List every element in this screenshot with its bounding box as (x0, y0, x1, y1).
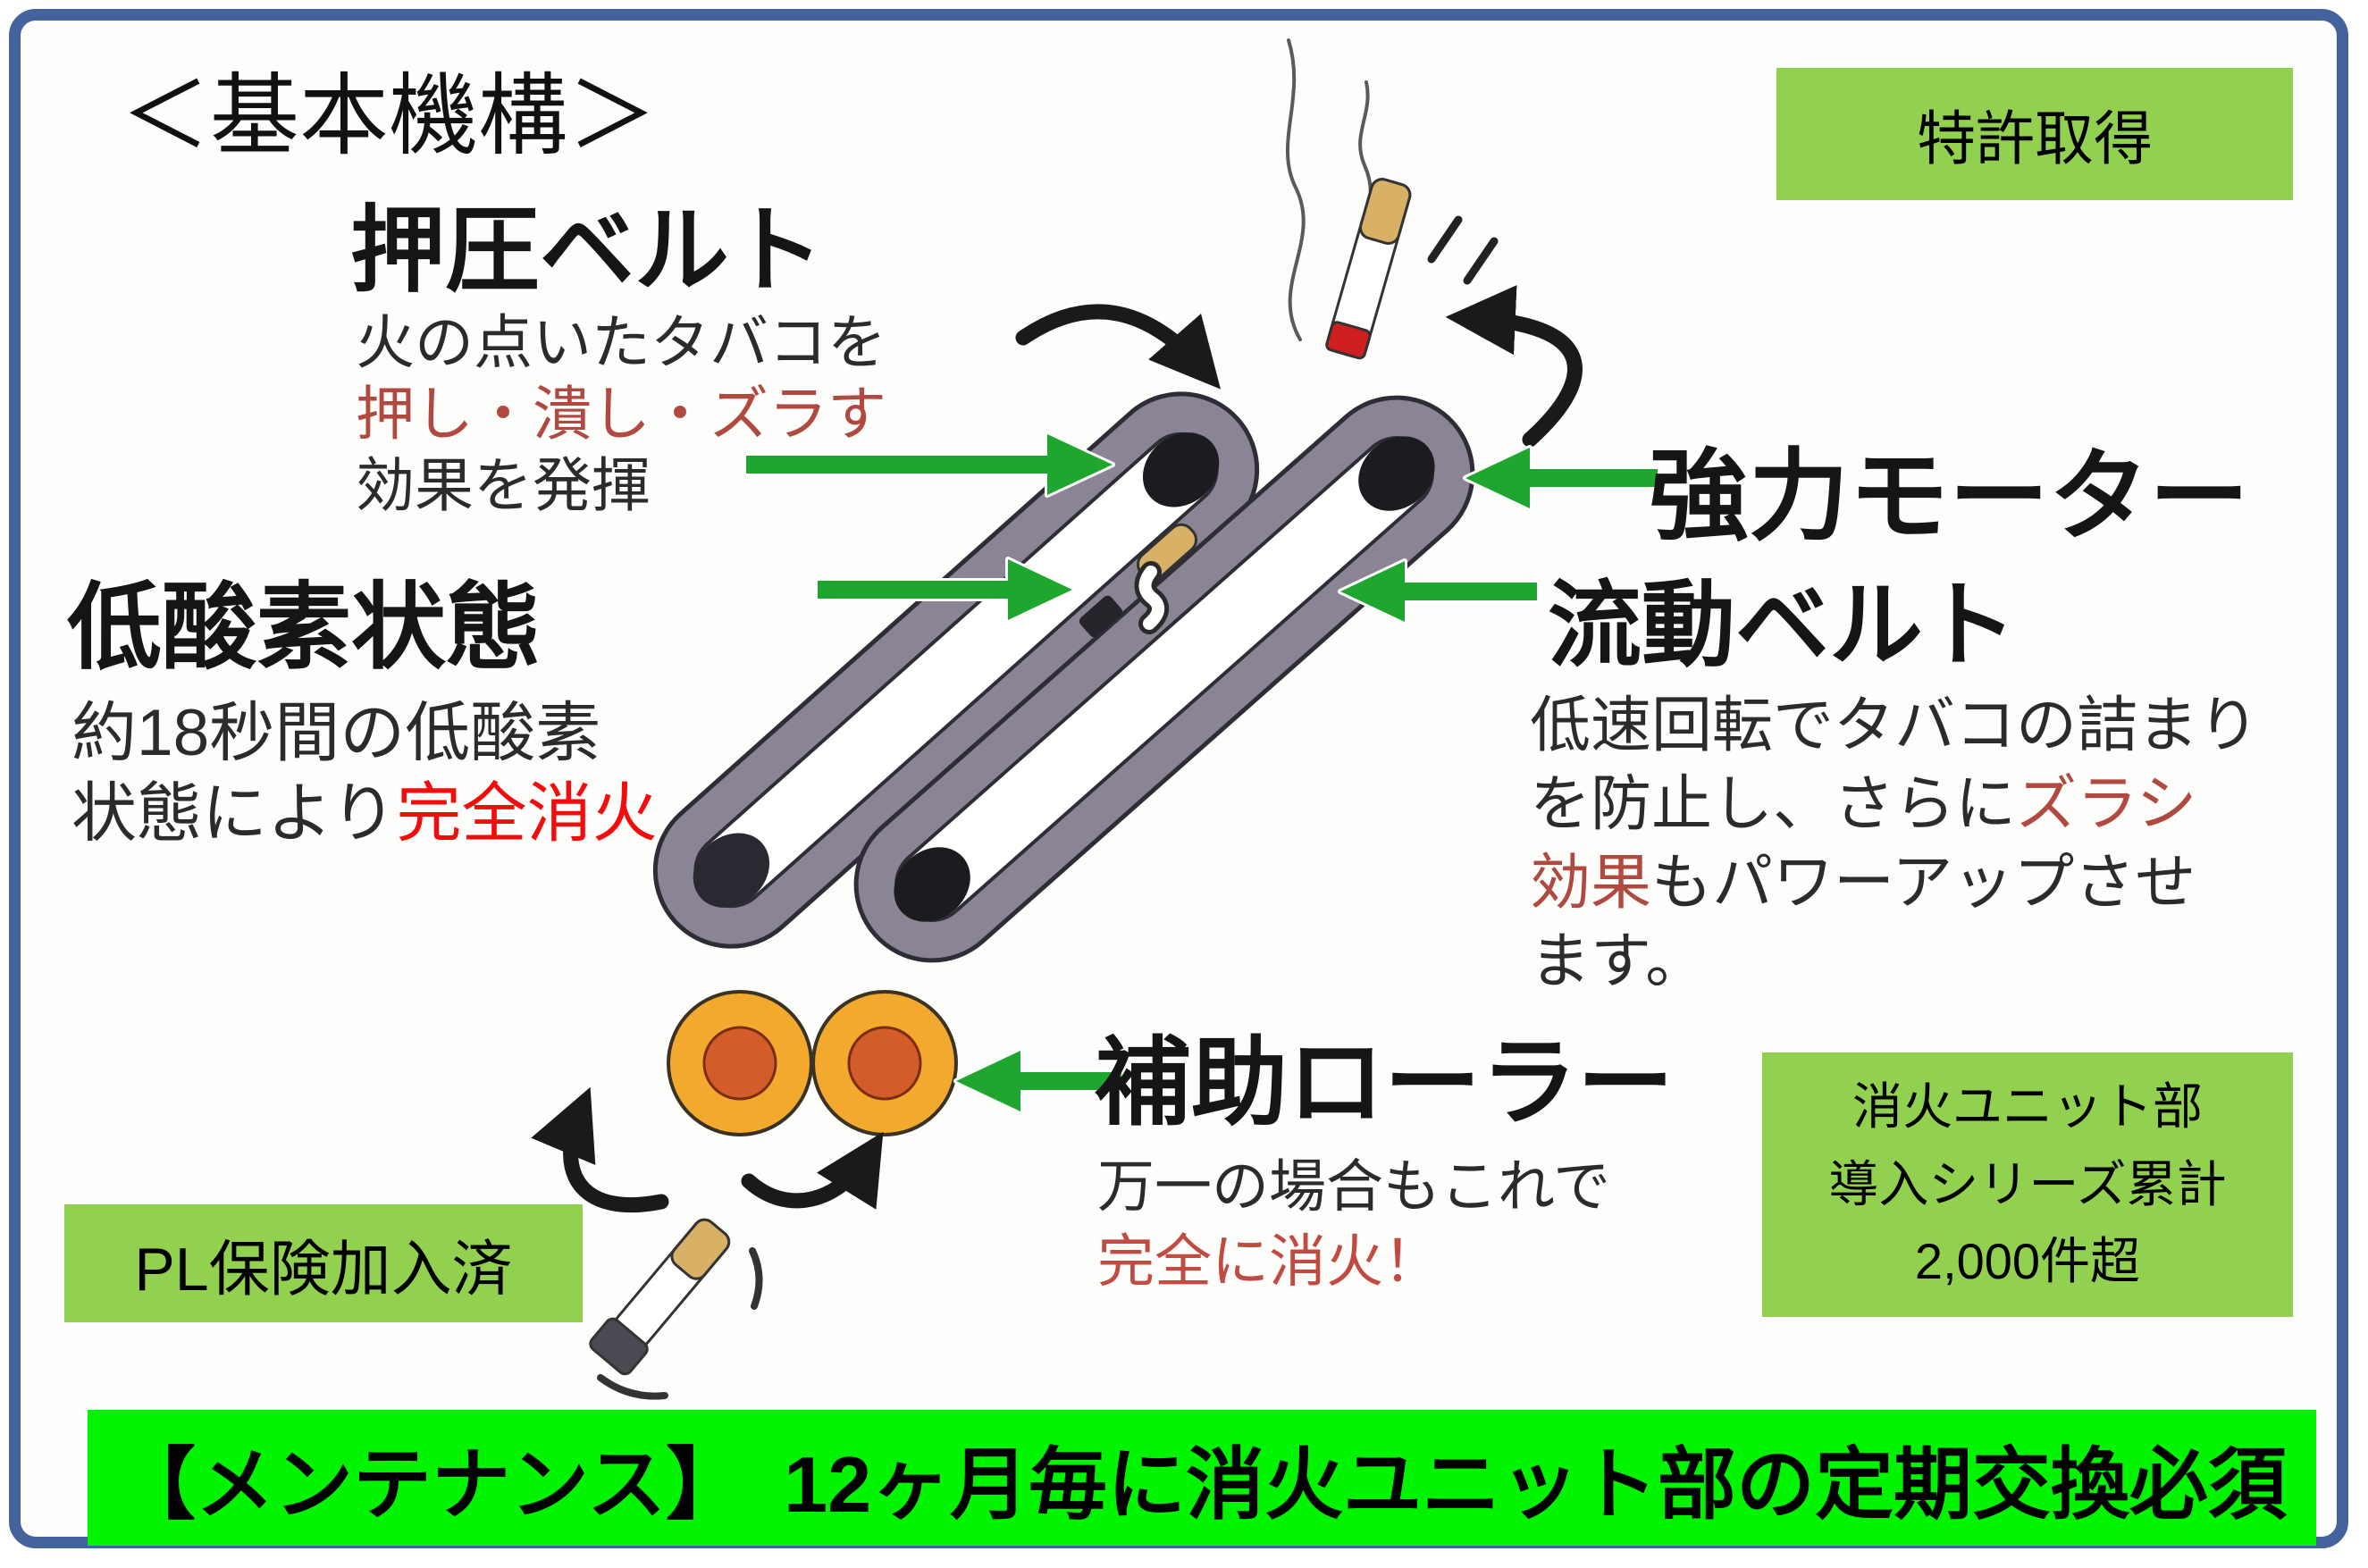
low-oxygen-line2: 状態により完全消火 (71, 781, 658, 846)
squeezed-cigarette (1079, 523, 1198, 638)
aux-roller-line1: 万一の場合もこれで (1097, 1154, 1611, 1219)
maintenance-banner: 【メンテナンス】 12ヶ月毎に消火ユニット部の定期交換必須 (88, 1410, 2316, 1546)
flow-belt (853, 395, 1475, 963)
belt-roller (693, 833, 770, 908)
low-oxygen-line2-black: 状態により (71, 777, 397, 850)
units-badge-line1: 消火ユニット部 (1852, 1077, 2203, 1135)
press-belt-line1: 火の点いたタバコを (356, 309, 886, 375)
flow-belt-line3a: 効果 (1530, 849, 1652, 917)
low-oxygen-line1: 約18秒間の低酸素 (71, 697, 601, 769)
flow-belt-line2a: を防止し、さらに (1530, 770, 2017, 838)
press-belt-heading: 押圧ベルト (350, 198, 824, 304)
units-badge: 消火ユニット部 導入シリーズ累計 2,000件超 (1762, 1052, 2293, 1317)
units-badge-line2: 導入シリーズ累計 (1828, 1155, 2227, 1212)
aux-roller-heading: 補助ローラー (1095, 1028, 1675, 1136)
press-belt-line3: 効果を発揮 (356, 452, 651, 518)
arrow-motor (1463, 445, 1660, 511)
rotation-arrow-top-right (1445, 285, 1583, 448)
flow-belt-heading: 流動ベルト (1548, 574, 2018, 678)
press-belt-line2: 押し・潰し・ズラす (356, 381, 886, 447)
page-title: ＜基本機構＞ (121, 66, 657, 166)
belt-roller (1142, 432, 1220, 507)
lit-cigarette-icon (1325, 178, 1412, 360)
flow-belt-line2b: ズラシ (2016, 770, 2197, 838)
rotation-arrow-bottom-left (531, 1086, 669, 1213)
flow-belt-line4: ます。 (1530, 927, 1707, 995)
flow-belt-line1: 低速回転でタバコの詰まり (1530, 692, 2260, 759)
aux-rollers (667, 990, 958, 1136)
arrow-aux-roller (953, 1048, 1124, 1114)
patent-badge: 特許取得 (1776, 68, 2293, 200)
sparkle-ticks (1427, 215, 1499, 285)
aux-roller-line2: 完全に消火！ (1097, 1229, 1440, 1294)
rotation-arrow-bottom-right (741, 1131, 884, 1210)
pointer-arrows (743, 432, 1660, 1114)
arrow-low-oxygen (815, 557, 1075, 623)
low-oxygen-heading: 低酸素状態 (67, 575, 541, 681)
pl-insurance-badge: PL保険加入済 (64, 1204, 583, 1322)
belt-roller (1358, 436, 1435, 511)
arrow-press-belt (743, 432, 1115, 498)
low-oxygen-line2-red: 完全消火 (396, 777, 658, 850)
arrow-flow-belt (1338, 558, 1540, 625)
flow-belt-line2: を防止し、さらにズラシ (1530, 774, 2197, 834)
extinguished-cigarette-icon (589, 1218, 731, 1376)
flow-belt-line3: 効果もパワーアップさせ (1530, 852, 2196, 913)
rotation-arrow-top-left (1015, 304, 1222, 390)
units-badge-line3: 2,000件超 (1914, 1233, 2141, 1290)
motor-heading: 強力モーター (1649, 440, 2249, 552)
flow-belt-line3b: もパワーアップさせ (1651, 849, 2196, 917)
belt-roller (894, 847, 970, 922)
